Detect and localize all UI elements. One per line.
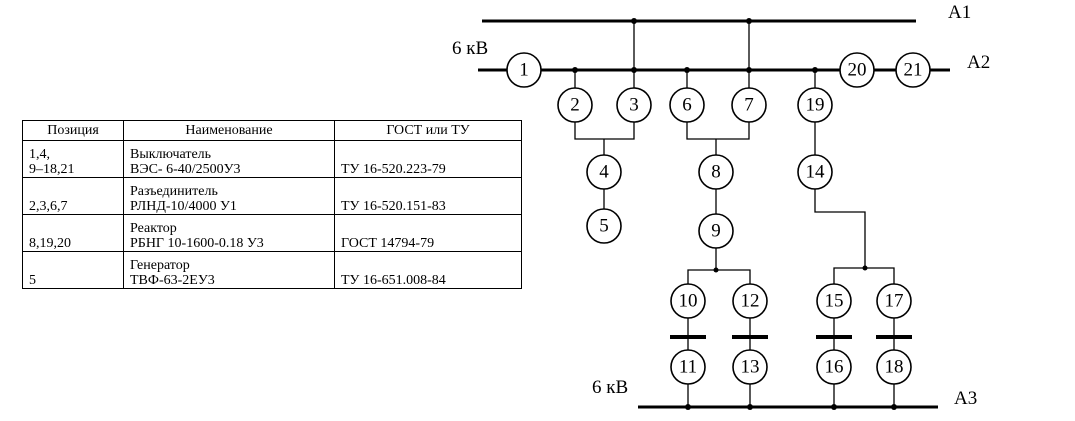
svg-text:21: 21 (904, 60, 923, 81)
junction-dot (572, 67, 578, 73)
voltage-label-bottom: 6 кВ (592, 377, 628, 398)
node-15: 15 (816, 283, 852, 319)
node-17: 17 (876, 283, 912, 319)
junction-dot (831, 404, 837, 410)
connection-line (686, 122, 750, 140)
cell-position: 5 (22, 251, 124, 289)
svg-text:5: 5 (599, 216, 609, 237)
svg-text:20: 20 (848, 60, 867, 81)
node-19: 19 (797, 87, 833, 123)
table-row: 1,4, 9–18,21 Выключатель ВЭС- 6-40/2500У… (22, 140, 522, 178)
svg-text:16: 16 (825, 357, 844, 378)
node-2: 2 (557, 87, 593, 123)
node-12: 12 (732, 283, 768, 319)
node-5: 5 (586, 208, 622, 244)
bus-label-a3: A3 (954, 388, 977, 409)
cell-position: 2,3,6,7 (22, 177, 124, 215)
cell-name: Генератор ТВФ-63-2ЕУ3 (123, 251, 335, 289)
cell-standard: ТУ 16-520.151-83 (334, 177, 522, 215)
node-21: 21 (895, 52, 931, 88)
junction-dot (631, 18, 637, 24)
cell-position: 8,19,20 (22, 214, 124, 252)
junction-dot (684, 67, 690, 73)
svg-text:11: 11 (679, 357, 697, 378)
connection-line (833, 267, 895, 284)
bus-label-a1: A1 (948, 2, 971, 23)
node-16: 16 (816, 349, 852, 385)
position-line-1: 1,4, (29, 147, 50, 162)
junction-dot (746, 18, 752, 24)
junction-dot (891, 404, 897, 410)
svg-text:6: 6 (682, 95, 692, 116)
table-row: 8,19,20 Реактор РБНГ 10-1600-0.18 У3 ГОС… (22, 214, 522, 252)
connection-line (814, 189, 866, 268)
svg-text:12: 12 (741, 291, 760, 312)
name-line-2: РЛНД-10/4000 У1 (130, 199, 237, 214)
svg-text:3: 3 (629, 95, 639, 116)
svg-text:9: 9 (711, 221, 721, 242)
junction-dot (685, 404, 691, 410)
node-20: 20 (839, 52, 875, 88)
name-line-1: Разъединитель (130, 184, 218, 199)
position-line-2: 5 (29, 273, 36, 288)
node-10: 10 (670, 283, 706, 319)
svg-text:18: 18 (885, 357, 904, 378)
junction-dot (746, 67, 752, 73)
svg-text:4: 4 (599, 162, 609, 183)
name-line-1: Выключатель (130, 147, 212, 162)
node-1: 1 (506, 52, 542, 88)
svg-text:7: 7 (744, 95, 754, 116)
position-line-2: 2,3,6,7 (29, 199, 68, 214)
table-row: 5 Генератор ТВФ-63-2ЕУ3 ТУ 16-651.008-84 (22, 251, 522, 289)
cell-standard: ТУ 16-651.008-84 (334, 251, 522, 289)
node-7: 7 (731, 87, 767, 123)
node-8: 8 (698, 154, 734, 190)
svg-text:2: 2 (570, 95, 580, 116)
specification-table: Позиция Наименование ГОСТ или ТУ 1,4, 9–… (22, 120, 522, 289)
node-3: 3 (616, 87, 652, 123)
connection-line (574, 122, 635, 140)
svg-text:1: 1 (519, 60, 529, 81)
node-6: 6 (669, 87, 705, 123)
cell-position: 1,4, 9–18,21 (22, 140, 124, 178)
connection-line (687, 269, 751, 284)
node-13: 13 (732, 349, 768, 385)
position-line-2: 8,19,20 (29, 236, 71, 251)
voltage-label-top: 6 кВ (452, 38, 488, 59)
cell-name: Выключатель ВЭС- 6-40/2500У3 (123, 140, 335, 178)
svg-text:13: 13 (741, 357, 760, 378)
junction-dot (713, 267, 719, 273)
junction-dot (862, 265, 868, 271)
bus-label-a2: A2 (967, 52, 990, 73)
junction-dot (812, 67, 818, 73)
svg-text:14: 14 (806, 162, 826, 183)
svg-text:17: 17 (885, 291, 904, 312)
name-line-1: Реактор (130, 221, 177, 236)
node-18: 18 (876, 349, 912, 385)
cell-standard: ГОСТ 14794-79 (334, 214, 522, 252)
position-line-2: 9–18,21 (29, 162, 75, 177)
svg-text:19: 19 (806, 95, 825, 116)
svg-text:10: 10 (679, 291, 698, 312)
name-line-2: ТВФ-63-2ЕУ3 (130, 273, 215, 288)
node-14: 14 (797, 154, 833, 190)
name-line-2: ВЭС- 6-40/2500У3 (130, 162, 241, 177)
junction-dot (747, 404, 753, 410)
node-11: 11 (670, 349, 706, 385)
name-line-2: РБНГ 10-1600-0.18 У3 (130, 236, 264, 251)
table-row: 2,3,6,7 Разъединитель РЛНД-10/4000 У1 ТУ… (22, 177, 522, 215)
junction-dot (631, 67, 637, 73)
svg-text:8: 8 (711, 162, 721, 183)
node-4: 4 (586, 154, 622, 190)
node-9: 9 (698, 213, 734, 249)
svg-text:15: 15 (825, 291, 844, 312)
cell-name: Разъединитель РЛНД-10/4000 У1 (123, 177, 335, 215)
cell-name: Реактор РБНГ 10-1600-0.18 У3 (123, 214, 335, 252)
name-line-1: Генератор (130, 258, 190, 273)
